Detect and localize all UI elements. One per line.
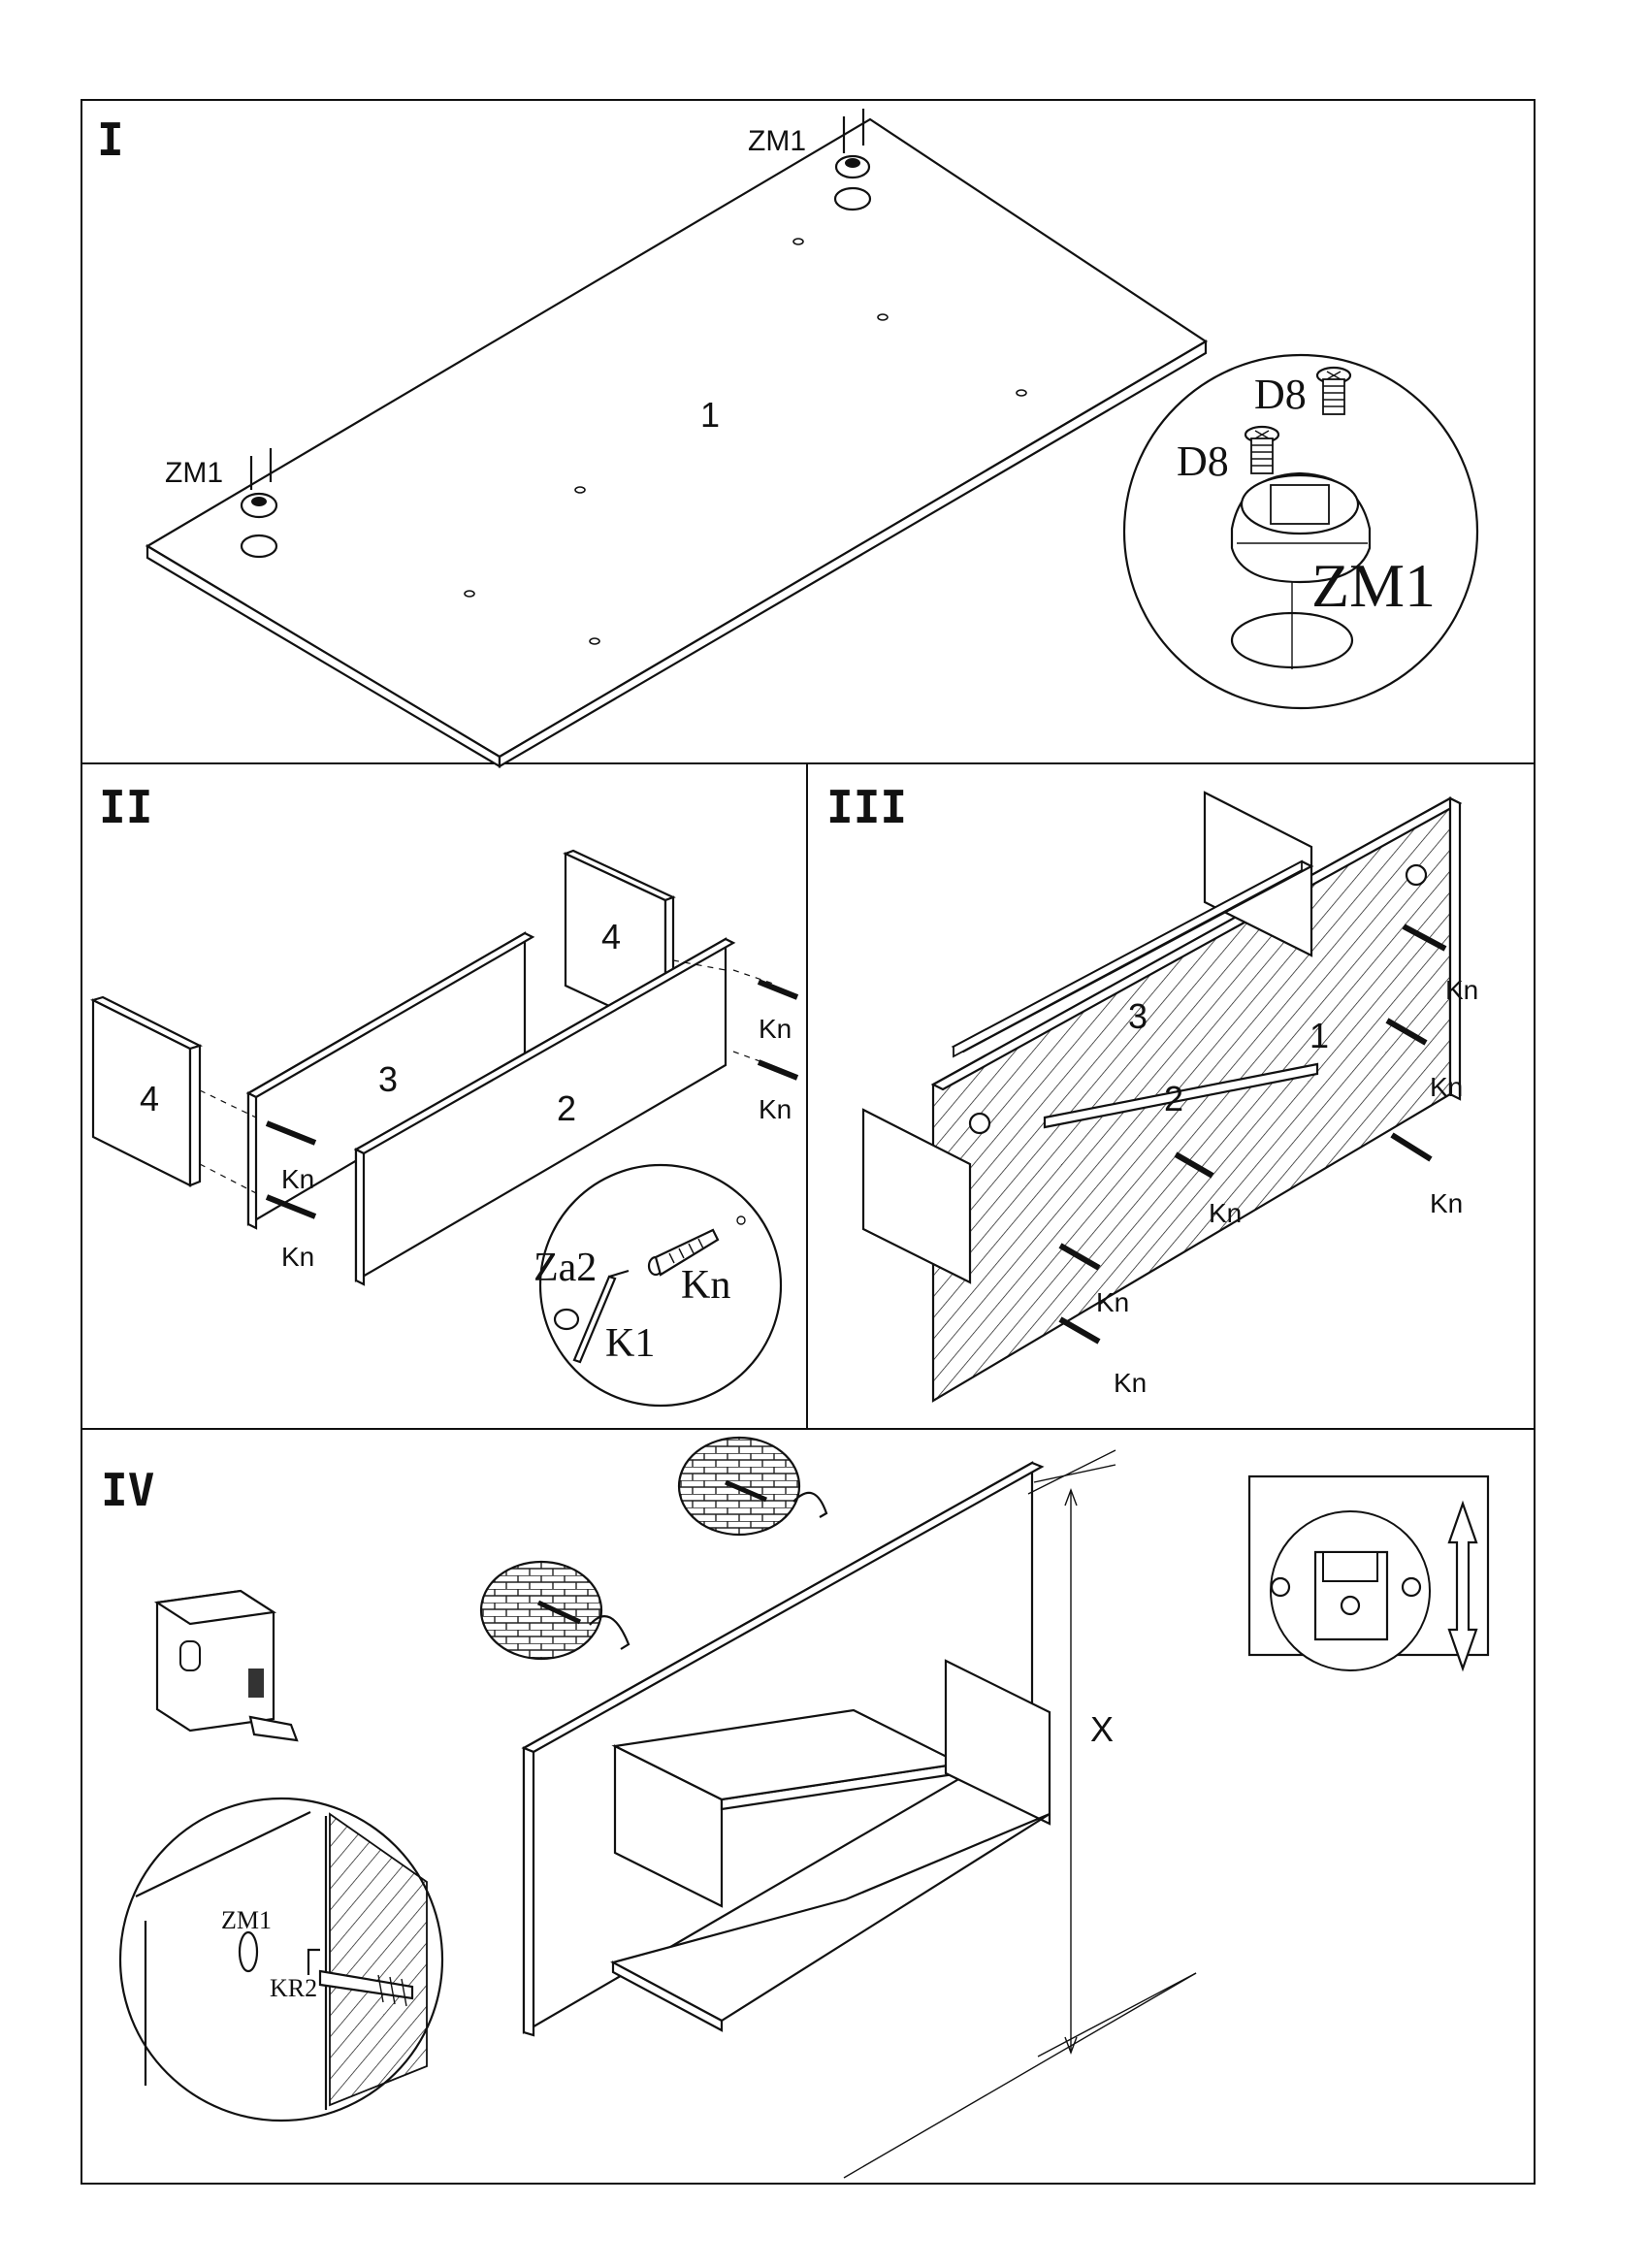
detail-fitting-label: ZM1	[1311, 551, 1436, 620]
dowel-label-6: Kn	[1114, 1368, 1147, 1398]
dowel-label-3: Kn	[759, 1014, 792, 1044]
dowel-label-1: Kn	[1445, 975, 1478, 1005]
detail-circle-dowel	[538, 1163, 783, 1408]
board-number: 1	[700, 395, 720, 435]
drill-wall-icon	[677, 1436, 828, 1537]
dowel-icon	[1058, 923, 1447, 1345]
side-panel-left	[90, 995, 203, 1187]
back-panel-number: 1	[1310, 1016, 1329, 1055]
side-panel-right-number: 4	[601, 917, 621, 956]
shelf-2-number: 2	[1164, 1079, 1183, 1118]
height-dimension	[843, 1449, 1197, 2179]
detail-fitting-label: ZM1	[221, 1906, 272, 1934]
detail-circle-wall-hook	[118, 1797, 444, 2122]
detail-plug-label: Za2	[534, 1246, 597, 1290]
fitting-label-right: ZM1	[748, 125, 806, 157]
detail-screw-label-a: D8	[1254, 371, 1307, 418]
mounted-shelf-unit	[610, 1659, 1051, 2032]
dowel-label-5: Kn	[1096, 1287, 1129, 1317]
dowel-label-3: Kn	[1430, 1188, 1463, 1218]
step-1-label: I	[97, 113, 124, 166]
step-2-panel: II 4 4 3 2	[90, 781, 799, 1408]
detail-hook-label: KR2	[270, 1974, 317, 2002]
step-3-panel: III 1 3 2	[826, 781, 1478, 1403]
detail-screw-label-b: D8	[1177, 437, 1229, 485]
dowel-icon	[265, 979, 799, 1219]
hanger-adjustment-detail	[1247, 1474, 1490, 1672]
dowel-label-1: Kn	[281, 1164, 314, 1194]
dowel-label-2: Kn	[281, 1242, 314, 1272]
drill-wall-icon	[479, 1560, 630, 1661]
shelf-3	[951, 859, 1314, 1058]
detail-key-label: K1	[605, 1321, 655, 1366]
back-board-number: 3	[378, 1059, 398, 1099]
step-4-label: IV	[101, 1464, 154, 1516]
dowel-label-4: Kn	[759, 1094, 792, 1124]
tape-measure-icon	[153, 1589, 299, 1742]
front-board-number: 2	[557, 1088, 576, 1128]
shelf-2	[1043, 1062, 1319, 1129]
outer-frame	[81, 99, 1536, 2185]
upper-side-wall	[1203, 791, 1313, 957]
board-part-1	[145, 117, 1209, 768]
cam-fitting-left	[240, 448, 278, 559]
cam-fitting-right	[833, 109, 872, 211]
shelf-3-number: 3	[1128, 996, 1148, 1036]
dowel-label-4: Kn	[1209, 1198, 1242, 1228]
lower-side-wall	[861, 1108, 972, 1284]
step-2-label: II	[99, 781, 152, 833]
back-panel-1	[930, 796, 1463, 1403]
detail-dowel-label: Kn	[681, 1263, 730, 1308]
height-marker-label: X	[1090, 1709, 1114, 1749]
front-board-2	[353, 937, 736, 1286]
step-3-label: III	[826, 781, 907, 833]
fitting-label-left: ZM1	[165, 457, 223, 489]
step-1-panel: I 1 ZM1	[97, 109, 1479, 768]
dowel-label-2: Kn	[1430, 1072, 1463, 1102]
step-4-panel: IV	[101, 1436, 1490, 2179]
side-panel-left-number: 4	[140, 1079, 159, 1118]
detail-circle-cam-fitting	[1122, 353, 1479, 710]
